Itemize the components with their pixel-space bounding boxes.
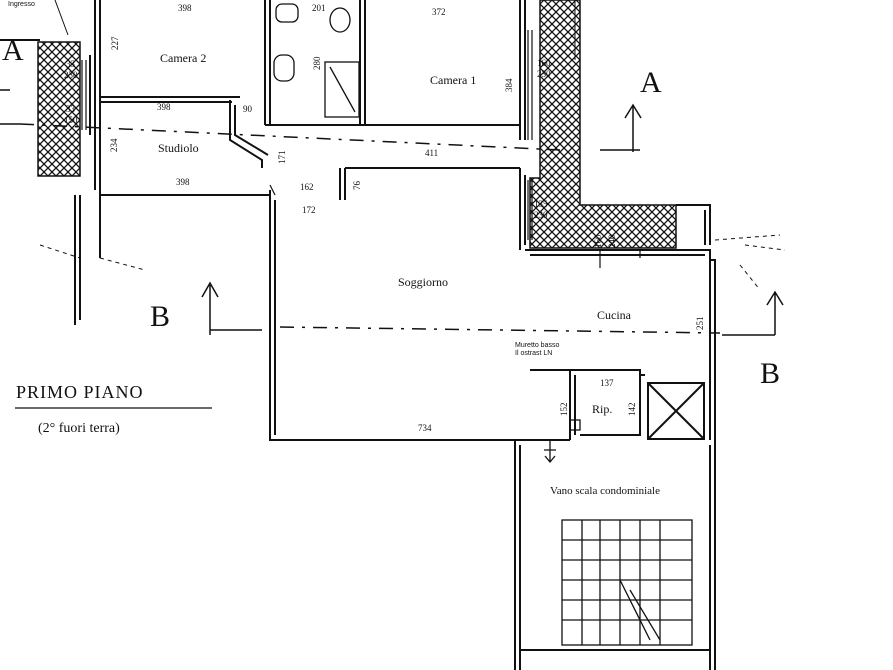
- note-top-left: Ingresso: [8, 1, 35, 8]
- dim-label: 230: [534, 210, 548, 220]
- dim-label: 280: [312, 56, 322, 70]
- note-muretto-2: Il ostrast LN: [515, 350, 552, 357]
- dim-label: 230: [537, 69, 551, 79]
- dim-label: 150: [64, 115, 78, 125]
- plan-subtitle: (2° fuori terra): [38, 421, 120, 436]
- section-line-a: [19, 123, 561, 151]
- section-label-b-left: B: [150, 300, 170, 333]
- dim-label: 160: [537, 58, 551, 68]
- room-label-studiolo: Studiolo: [158, 141, 199, 155]
- room-label-vano-scala: Vano scala condominiale: [550, 485, 660, 497]
- dim-label: 230: [64, 70, 78, 80]
- dim-label: 240: [607, 234, 617, 248]
- section-label-a-left: A: [2, 34, 24, 67]
- room-label-camera-2: Camera 2: [160, 51, 206, 65]
- misc-lines: [39, 234, 786, 291]
- room-label-soggiorno: Soggiorno: [398, 275, 448, 289]
- dim-label: 90: [243, 104, 253, 114]
- elevator-shaft: [647, 382, 705, 440]
- room-label-cucina: Cucina: [597, 308, 632, 322]
- dim-label: 251: [695, 317, 705, 331]
- dim-label: 398: [176, 177, 190, 187]
- dim-label: 172: [302, 205, 316, 215]
- room-label-rip: Rip.: [592, 402, 612, 416]
- dim-label: 372: [432, 7, 446, 17]
- walls: [0, 0, 716, 670]
- dim-label: 160: [593, 234, 603, 248]
- dim-label: 33: [66, 59, 76, 69]
- dim-label: 384: [504, 78, 514, 92]
- dim-label: 734: [418, 423, 432, 433]
- dim-label: 234: [109, 138, 119, 152]
- dim-label: 33: [66, 104, 76, 114]
- dim-label: 137: [600, 378, 614, 388]
- note-muretto: Muretto basso: [515, 342, 559, 349]
- section-label-b-right: B: [760, 357, 780, 390]
- dim-label: 398: [178, 3, 192, 13]
- stub-lines: [54, 0, 576, 60]
- dimension-labels: 398 201 372 227 33 230 33 150 280 384 16…: [64, 3, 705, 433]
- plan-title: PRIMO PIANO: [16, 382, 144, 402]
- dim-label: 135: [534, 199, 548, 209]
- section-markers: [0, 89, 784, 336]
- section-label-a-right: A: [640, 66, 662, 99]
- hatched-walls: [37, 0, 677, 249]
- dim-label: 162: [300, 182, 314, 192]
- windows: [81, 30, 641, 268]
- entry-symbol: [544, 440, 556, 464]
- dim-label: 227: [110, 36, 120, 50]
- staircase: [561, 519, 693, 646]
- room-label-camera-1: Camera 1: [430, 73, 476, 87]
- dim-label: 201: [312, 3, 326, 13]
- dim-label: 142: [627, 403, 637, 417]
- dim-label: 76: [352, 181, 362, 191]
- section-line-b: [279, 326, 721, 334]
- bathroom-fixtures: [273, 3, 581, 431]
- dim-label: 411: [425, 148, 438, 158]
- dim-label: 398: [157, 102, 171, 112]
- dim-label: 152: [559, 403, 569, 417]
- dim-label: 171: [277, 151, 287, 165]
